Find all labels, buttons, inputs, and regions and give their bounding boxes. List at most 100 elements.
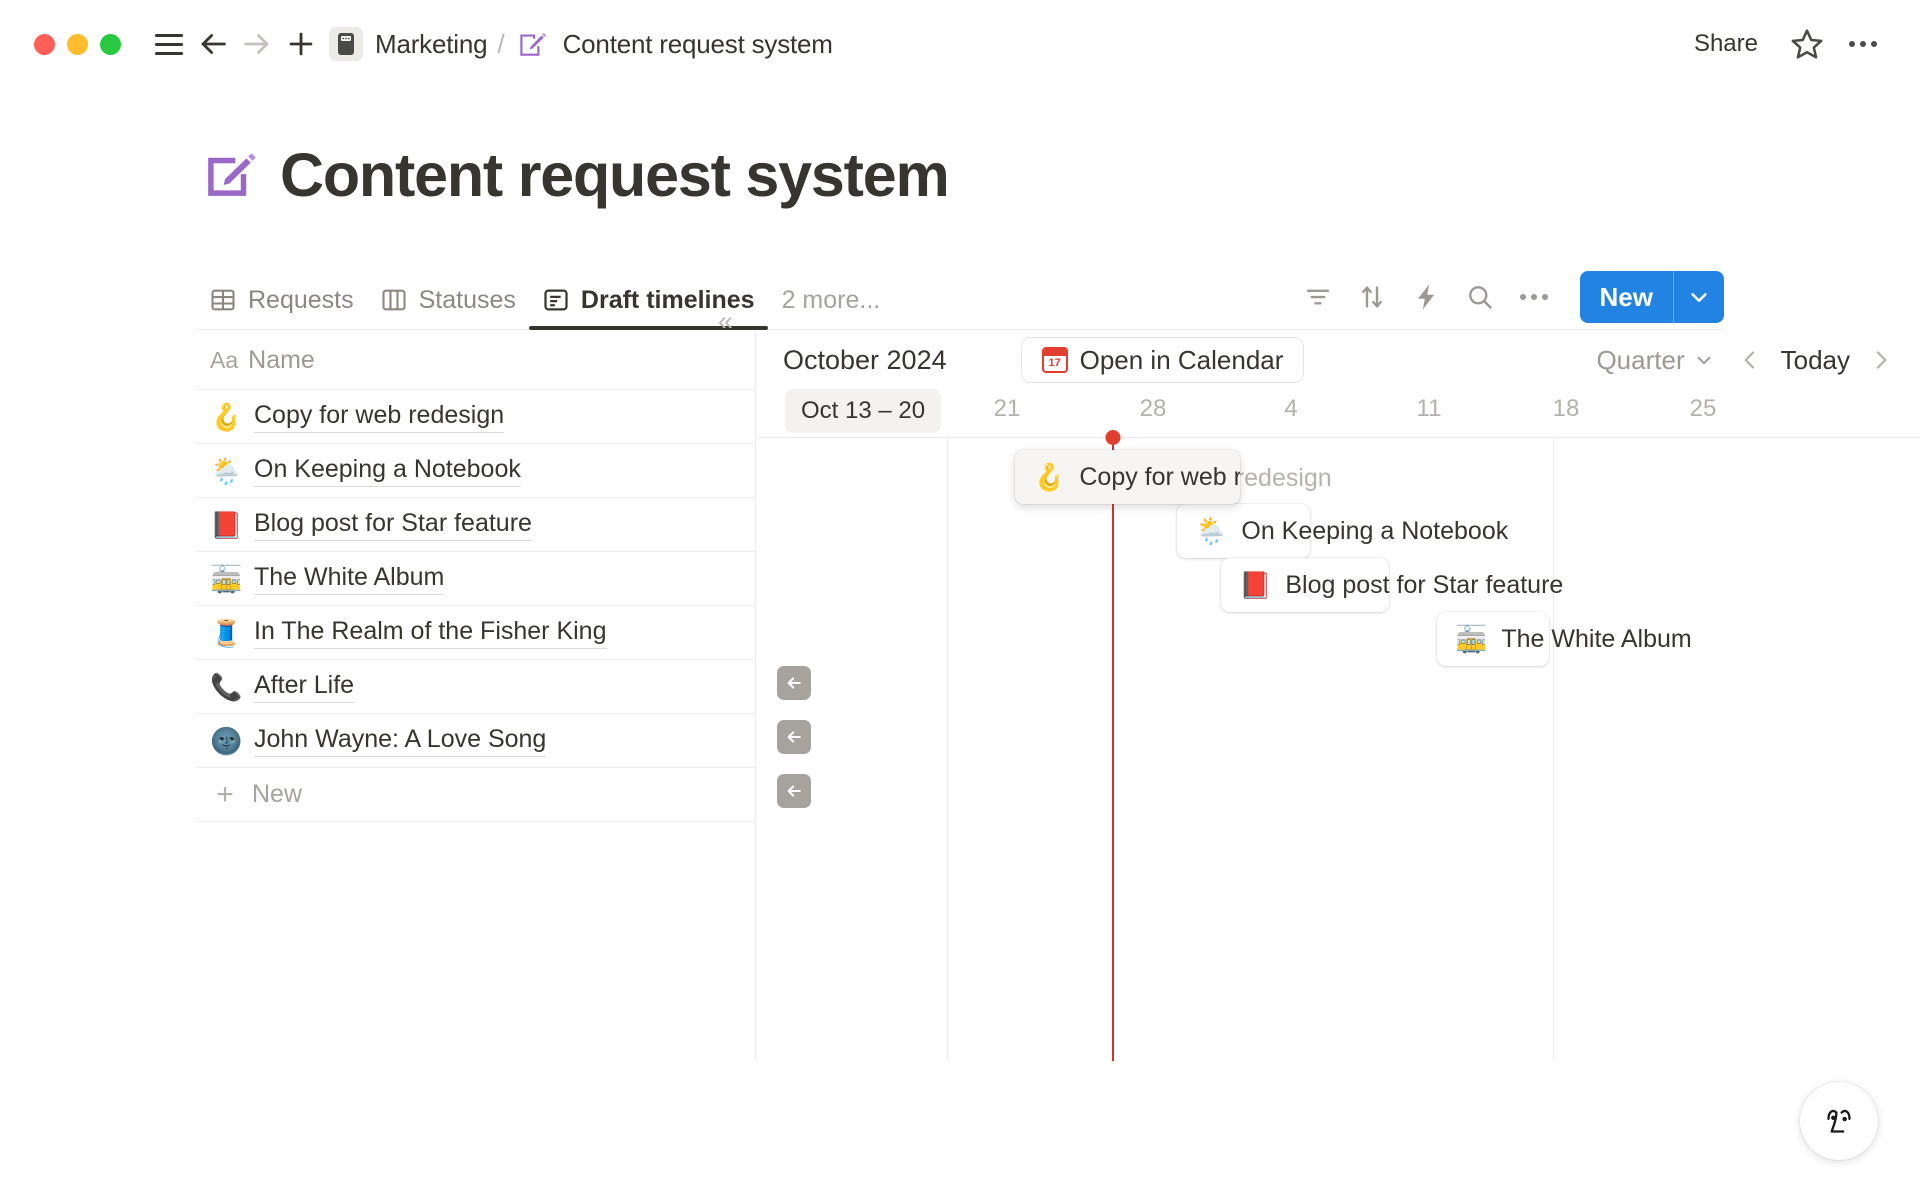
- page-header: Content request system: [200, 140, 950, 210]
- hamburger-icon: [155, 33, 183, 55]
- tab-requests[interactable]: Requests: [196, 271, 367, 329]
- arrow-left-icon: [787, 785, 801, 797]
- list-item[interactable]: 📞 After Life: [196, 659, 755, 713]
- window-controls: [34, 33, 121, 55]
- close-window-button[interactable]: [34, 33, 55, 55]
- timeline-bar[interactable]: 🌦️ On Keeping a Notebook: [1177, 504, 1508, 558]
- table-icon: [211, 289, 235, 311]
- ruler-tick: 18: [1552, 395, 1580, 422]
- record-emoji-icon: 🌚: [210, 725, 243, 756]
- record-name[interactable]: The White Album: [254, 563, 445, 595]
- today-marker-line: [1112, 438, 1114, 1061]
- tab-statuses[interactable]: Statuses: [367, 271, 529, 329]
- timeline-prev-button[interactable]: [1729, 339, 1771, 381]
- automation-bolt-icon: [1417, 284, 1434, 310]
- door-icon: [338, 33, 354, 55]
- new-record-dropdown-button[interactable]: [1674, 271, 1724, 323]
- new-page-button[interactable]: [279, 22, 323, 66]
- record-name[interactable]: On Keeping a Notebook: [254, 455, 521, 487]
- arrow-left-icon: [787, 677, 801, 689]
- grid-line: [947, 438, 948, 1061]
- page-icon[interactable]: [200, 146, 258, 204]
- timeline-zoom-select[interactable]: Quarter: [1586, 345, 1724, 376]
- timeline-zoom-label: Quarter: [1596, 344, 1685, 375]
- timeline-today-button[interactable]: Today: [1780, 344, 1850, 375]
- sort-icon: [1361, 286, 1382, 308]
- chevron-down-icon: [1697, 356, 1711, 365]
- breadcrumb-page[interactable]: Content request system: [562, 28, 833, 59]
- breadcrumb-separator: /: [497, 28, 505, 59]
- sort-button[interactable]: [1348, 273, 1396, 321]
- view-more-button[interactable]: [1510, 273, 1558, 321]
- list-item[interactable]: 🌦️ On Keeping a Notebook: [196, 443, 755, 497]
- timeline-bar-dragging[interactable]: 🪝 Copy for web redesign: [1015, 450, 1240, 504]
- list-item[interactable]: 📕 Blog post for Star feature: [196, 497, 755, 551]
- open-in-calendar-button[interactable]: 17 Open in Calendar: [1020, 337, 1305, 383]
- minimize-window-button[interactable]: [67, 33, 88, 55]
- search-button[interactable]: [1456, 273, 1504, 321]
- arrow-left-icon: [201, 34, 226, 54]
- memo-pencil-icon: [208, 153, 256, 196]
- page-title[interactable]: Content request system: [280, 141, 950, 209]
- favorite-button[interactable]: [1784, 21, 1830, 67]
- scroll-to-item-button[interactable]: [777, 720, 811, 754]
- filter-button[interactable]: [1294, 273, 1342, 321]
- record-emoji-icon: 🌦️: [210, 455, 243, 486]
- record-list-pane: « Aa Name 🪝 Copy for web redesign 🌦️ On …: [196, 306, 756, 1061]
- timeline-bar[interactable]: 🚋 The White Album: [1437, 612, 1692, 666]
- scroll-to-item-button[interactable]: [777, 774, 811, 808]
- record-emoji-icon: 🚋: [1455, 624, 1488, 654]
- timeline-month-label: October 2024: [783, 344, 947, 375]
- ruler-tick: 21: [993, 395, 1021, 422]
- search-icon: [1468, 286, 1492, 309]
- view-tabs: Requests Statuses Draft timelines 2 more…: [196, 268, 1724, 330]
- list-item[interactable]: 🚋 The White Album: [196, 551, 755, 605]
- timeline-bar[interactable]: 📕 Blog post for Star feature: [1221, 558, 1563, 612]
- scroll-to-item-button[interactable]: [777, 666, 811, 700]
- plus-icon: +: [216, 777, 234, 811]
- timeline-board: « Aa Name 🪝 Copy for web redesign 🌦️ On …: [196, 306, 1920, 1061]
- record-name[interactable]: After Life: [254, 671, 355, 703]
- grid-line: [1553, 438, 1554, 1061]
- chevron-right-icon: [1876, 351, 1887, 369]
- timeline-pane: October 2024 17 Open in Calendar Quarter: [757, 331, 1920, 1061]
- list-item[interactable]: 🧵 In The Realm of the Fisher King: [196, 605, 755, 659]
- notion-ai-face-icon: [1827, 1109, 1851, 1133]
- title-bar: Marketing / Content request system Share: [0, 0, 1920, 88]
- record-name[interactable]: Copy for web redesign: [254, 401, 505, 433]
- tab-draft-timelines[interactable]: Draft timelines: [528, 271, 768, 330]
- notion-ai-button[interactable]: [1800, 1082, 1878, 1160]
- list-column-header[interactable]: Aa Name: [196, 331, 755, 389]
- timeline-icon: [544, 289, 568, 311]
- record-emoji-icon: 🧵: [210, 617, 243, 648]
- ruler-tick: 28: [1139, 395, 1167, 422]
- share-button[interactable]: Share: [1693, 30, 1758, 57]
- timeline-next-button[interactable]: [1860, 339, 1902, 381]
- workspace-icon-chip[interactable]: [329, 27, 363, 61]
- timeline-bar-label: The White Album: [1501, 624, 1692, 653]
- list-item[interactable]: 🌚 John Wayne: A Love Song: [196, 713, 755, 767]
- today-marker-dot: [1105, 430, 1121, 445]
- tab-requests-label: Requests: [248, 285, 354, 314]
- automation-button[interactable]: [1402, 273, 1450, 321]
- timeline-grid[interactable]: 🪝 Copy for web redesign web redesign 🌦️ …: [757, 430, 1920, 1061]
- record-emoji-icon: 📕: [210, 509, 243, 540]
- more-horizontal-icon: [1519, 294, 1548, 300]
- back-button[interactable]: [191, 22, 235, 66]
- collapse-list-button[interactable]: «: [717, 306, 733, 336]
- record-name[interactable]: In The Realm of the Fisher King: [254, 617, 607, 649]
- timeline-nav: Quarter Today: [1586, 339, 1920, 381]
- breadcrumb-workspace[interactable]: Marketing: [375, 28, 488, 59]
- page-more-button[interactable]: [1840, 21, 1886, 67]
- sidebar-toggle-button[interactable]: [147, 22, 191, 66]
- list-item[interactable]: 🪝 Copy for web redesign: [196, 389, 755, 443]
- zoom-window-button[interactable]: [100, 33, 121, 55]
- forward-button[interactable]: [235, 22, 279, 66]
- record-name[interactable]: John Wayne: A Love Song: [254, 725, 547, 757]
- new-record-button[interactable]: New: [1579, 271, 1724, 323]
- list-column-header-label: Name: [248, 345, 315, 374]
- add-record-row[interactable]: + New: [196, 767, 755, 821]
- record-name[interactable]: Blog post for Star feature: [254, 509, 532, 541]
- tab-more-views[interactable]: 2 more...: [781, 285, 881, 314]
